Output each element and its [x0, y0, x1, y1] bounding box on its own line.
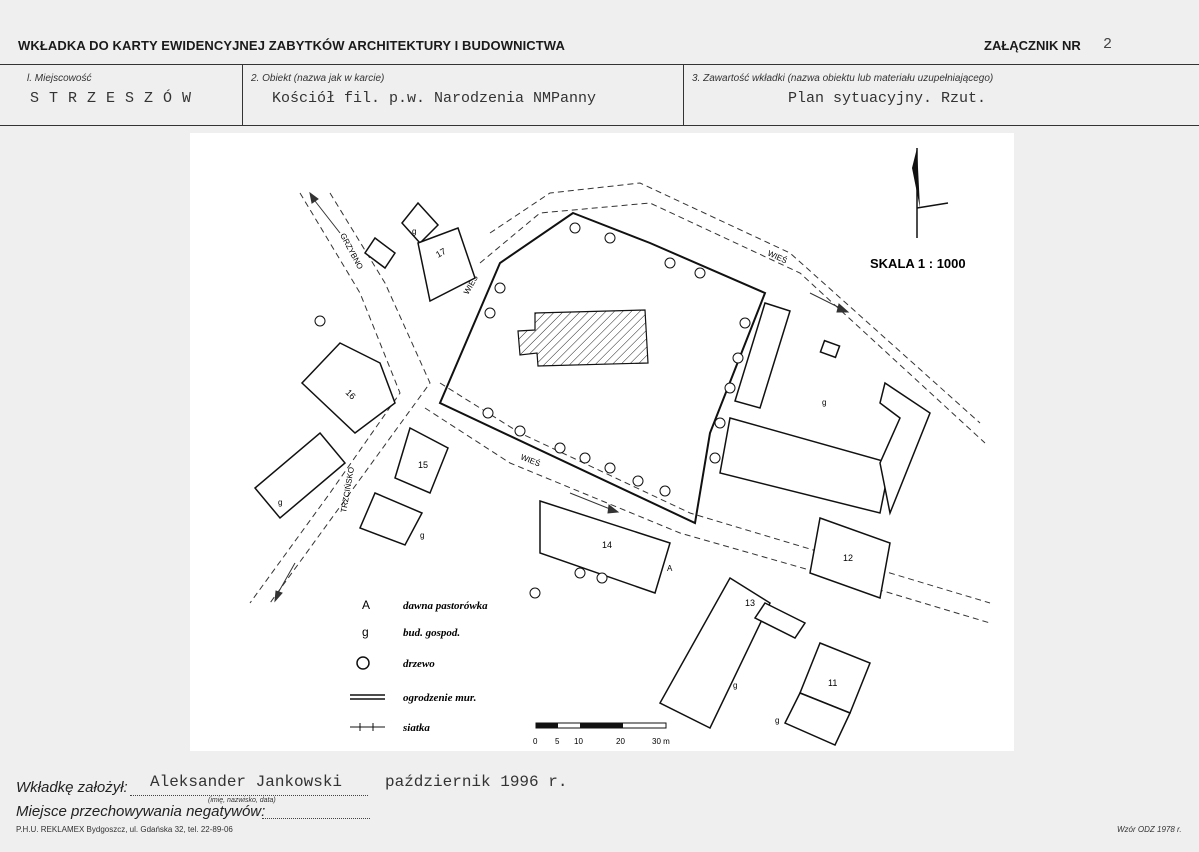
- building-number-15: 15: [418, 460, 428, 470]
- legend-symbol-g: g: [362, 625, 369, 639]
- created-hint: (imię, nazwisko, data): [208, 797, 276, 804]
- contents-value: Plan sytuacyjny. Rzut.: [788, 90, 987, 107]
- building-number-13: 13: [745, 598, 755, 608]
- negatives-label: Miejsce przechowywania negatywów:: [16, 803, 266, 820]
- form-model: Wzór ODZ 1978 r.: [1117, 825, 1182, 834]
- location-label: l. Miejscowość: [27, 73, 92, 84]
- building-letter-g-3: g: [822, 398, 826, 407]
- field-divider-1: [242, 64, 243, 126]
- legend-fence-icon: [350, 723, 385, 731]
- object-value: Kościół fil. p.w. Narodzenia NMPanny: [272, 90, 597, 107]
- created-label: Wkładkę założył:: [16, 779, 128, 796]
- attachment-label: ZAŁĄCZNIK NR: [984, 38, 1081, 53]
- buildings: [253, 201, 931, 746]
- legend-text-ogrodzenie: ogrodzenie mur.: [403, 692, 476, 704]
- attachment-number: 2: [1103, 36, 1113, 53]
- legend-tree-icon: [356, 656, 370, 670]
- building-number-14: 14: [602, 540, 612, 550]
- legend-text-drzewo: drzewo: [403, 658, 435, 670]
- scale-tick-10: 10: [574, 737, 583, 746]
- building-letter-g-4: g: [733, 681, 737, 690]
- building-number-12: 12: [843, 553, 853, 563]
- scale-tick-30: 30 m: [652, 737, 670, 746]
- street-label-grzybno: GRZYBNO: [338, 232, 365, 271]
- header-rule-bottom: [0, 125, 1199, 126]
- site-plan-drawing: SKALA 1 : 1000 GRZYBNO: [249, 148, 991, 746]
- created-date: październik 1996 r.: [385, 773, 568, 791]
- legend: A dawna pastorówka g bud. gospod. drzewo…: [350, 598, 488, 734]
- object-label: 2. Obiekt (nazwa jak w karcie): [251, 73, 385, 84]
- building-letter-g-2: g: [420, 531, 424, 540]
- location-value: STRZESZÓW: [30, 90, 202, 107]
- building-number-17: 17: [434, 246, 448, 260]
- card-title: WKŁADKA DO KARTY EWIDENCYJNEJ ZABYTKÓW A…: [18, 38, 565, 53]
- site-plan: SKALA 1 : 1000 GRZYBNO: [190, 133, 1014, 751]
- street-label-wies-3: WIEŚ: [519, 453, 541, 469]
- legend-symbol-a: A: [362, 598, 370, 612]
- church-building: [517, 309, 649, 367]
- street-label-trzcinsko: TRZCIŃSKO: [339, 466, 356, 513]
- scale-tick-0: 0: [533, 737, 538, 746]
- legend-text-siatka: siatka: [402, 722, 430, 734]
- trees: [314, 222, 751, 599]
- legend-text-bud-gospod: bud. gospod.: [403, 627, 460, 639]
- road-arrows: [274, 191, 850, 603]
- building-letter-a: A: [667, 564, 673, 573]
- created-value: Aleksander Jankowski: [150, 773, 343, 791]
- legend-wall-icon: [350, 694, 385, 700]
- scale-tick-20: 20: [616, 737, 625, 746]
- building-letter-g-1: g: [412, 227, 416, 236]
- contents-label: 3. Zawartość wkładki (nazwa obiektu lub …: [692, 73, 994, 84]
- building-letter-g-5: g: [775, 716, 779, 725]
- legend-text-pastorowka: dawna pastorówka: [403, 600, 488, 612]
- scale-text: SKALA 1 : 1000: [870, 256, 966, 271]
- negatives-dotted-line: [262, 818, 370, 819]
- churchyard-wall: [438, 211, 767, 525]
- header-rule-top: [0, 64, 1199, 65]
- building-number-11: 11: [828, 678, 837, 688]
- building-letter-g-6: g: [278, 498, 282, 507]
- north-arrow-icon: [912, 148, 949, 238]
- scale-tick-5: 5: [555, 737, 560, 746]
- printer-info: P.H.U. REKLAMEX Bydgoszcz, ul. Gdańska 3…: [16, 825, 233, 834]
- field-divider-2: [683, 64, 684, 126]
- created-dotted-line: [130, 795, 368, 796]
- scale-bar: 0 5 10 20 30 m: [533, 722, 670, 746]
